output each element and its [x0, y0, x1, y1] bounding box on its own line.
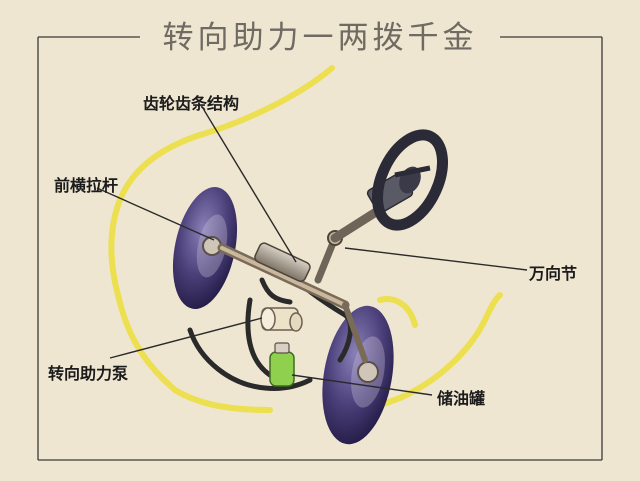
diagram-title: 转向助力一两拨千金: [162, 20, 478, 56]
power-steering-pump: [260, 307, 303, 332]
label-reservoir: 储油罐: [437, 389, 486, 408]
frame-border: [37, 36, 603, 461]
car-body-outline: [108, 65, 503, 421]
steering-rack: [217, 242, 368, 363]
leader-lines: [96, 109, 528, 396]
label-tie-rod: 前横拉杆: [54, 176, 119, 195]
label-universal-joint: 万向节: [529, 264, 578, 283]
label-power-pump: 转向助力泵: [48, 364, 129, 383]
steering-wheel: [372, 129, 448, 231]
front-right-wheel: [322, 305, 394, 445]
label-rack-pinion: 齿轮齿条结构: [143, 94, 240, 113]
oil-reservoir: [269, 342, 295, 387]
front-left-wheel: [172, 187, 238, 309]
